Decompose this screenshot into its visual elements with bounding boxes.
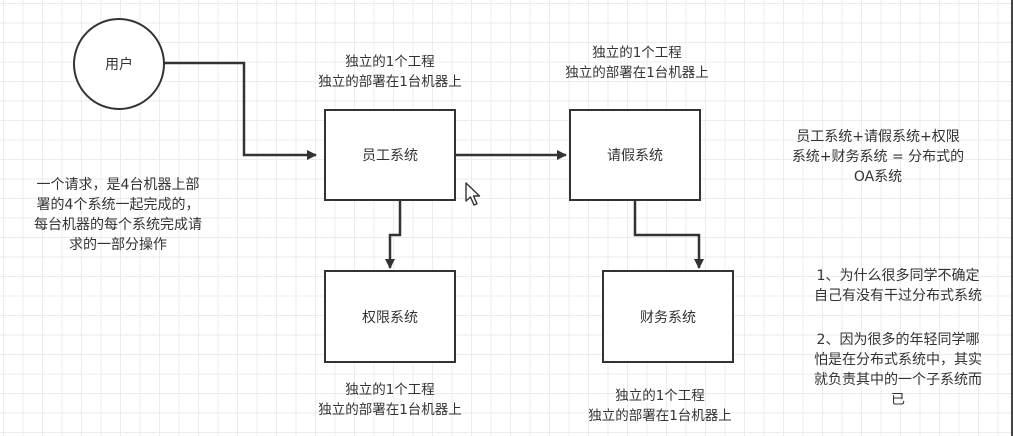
node-user-label: 用户 [105,57,133,73]
node-finance-system-label: 财务系统 [640,309,696,326]
note-right-top-line: 员工系统+请假系统+权限 [796,129,960,145]
note-right-question: 1、为什么很多同学不确定 自己有没有干过分布式系统 [795,266,1001,306]
annotation-line1: 独立的1个工程 [345,382,435,398]
annotation-line1: 独立的1个工程 [345,54,435,70]
annotation-finance: 独立的1个工程 独立的部署在1台机器上 [560,386,760,426]
note-right-question-line: 1、为什么很多同学不确定 [816,268,980,284]
annotation-permission: 独立的1个工程 独立的部署在1台机器上 [290,380,490,420]
note-right-answer-line: 已 [891,392,905,408]
mouse-cursor-icon [465,182,481,206]
annotation-employee: 独立的1个工程 独立的部署在1台机器上 [290,52,490,92]
note-right-top-line: OA系统 [853,169,903,185]
node-user[interactable]: 用户 [73,18,165,110]
node-employee-system-label: 员工系统 [362,148,418,164]
note-right-top-line: 系统+财务系统 = 分布式的 [791,149,965,165]
note-right-answer-line: 2、因为很多的年轻同学哪 [816,332,980,348]
note-left-line: 每台机器的每个系统完成请 [34,217,202,233]
note-right-answer-line: 就负责其中的一个子系统而 [814,372,982,388]
annotation-line1: 独立的1个工程 [615,388,705,404]
annotation-line2: 独立的部署在1台机器上 [588,408,732,424]
edge-user-to-employee [164,61,317,160]
note-right-answer-line: 怕是在分布式系统中，其实 [814,352,982,368]
note-left-line: 署的4个系统一起完成的， [36,197,200,213]
note-right-top: 员工系统+请假系统+权限 系统+财务系统 = 分布式的 OA系统 [776,127,980,187]
note-right-answer: 2、因为很多的年轻同学哪 怕是在分布式系统中，其实 就负责其中的一个子系统而 已 [795,330,1001,410]
annotation-leave: 独立的1个工程 独立的部署在1台机器上 [537,43,737,83]
annotation-line2: 独立的部署在1台机器上 [318,402,462,418]
annotation-line2: 独立的部署在1台机器上 [565,65,709,81]
node-leave-system-label: 请假系统 [607,148,663,164]
note-right-question-line: 自己有没有干过分布式系统 [814,288,982,304]
edge-leave-to-finance [633,200,704,269]
node-permission-system-label: 权限系统 [362,309,418,326]
annotation-line1: 独立的1个工程 [592,45,682,61]
edge-employee-to-permission [385,200,402,269]
node-leave-system[interactable]: 请假系统 [569,109,701,201]
node-permission-system[interactable]: 权限系统 [324,270,456,363]
node-employee-system[interactable]: 员工系统 [324,109,456,201]
note-left-line: 求的一部分操作 [69,237,167,253]
canvas-edge-divider [1011,0,1013,436]
annotation-line2: 独立的部署在1台机器上 [318,74,462,90]
note-left: 一个请求，是4台机器上部 署的4个系统一起完成的， 每台机器的每个系统完成请 求… [6,175,230,255]
node-finance-system[interactable]: 财务系统 [602,270,734,363]
note-left-line: 一个请求，是4台机器上部 [36,177,200,193]
